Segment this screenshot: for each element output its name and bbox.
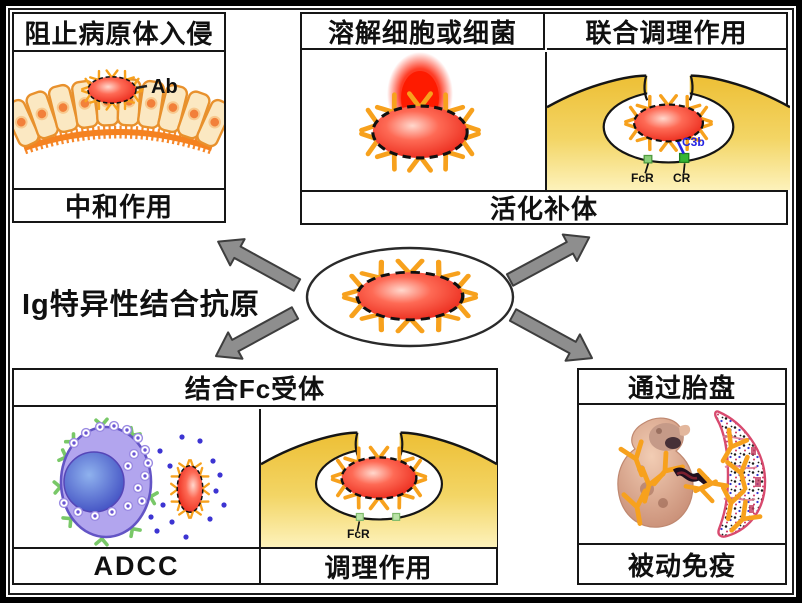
arrow-down-left-icon [207, 298, 304, 370]
caption-adcc: ADCC [14, 547, 261, 583]
caption-passive-immunity: 被动免疫 [579, 543, 785, 583]
placenta-illustration [579, 407, 785, 543]
arrow-down-right-icon [504, 300, 601, 370]
combined-opsonization-illustration: FcR CR C3b [547, 52, 790, 190]
complement-lysis-icon [302, 52, 545, 190]
lysis-illustration [302, 52, 547, 190]
caption-opsonization: 调理作用 [261, 547, 496, 583]
neutralization-illustration: Ab [14, 52, 224, 188]
arrow-up-left-icon [209, 228, 306, 300]
caption-neutralization: 中和作用 [14, 188, 224, 222]
cr-receptor-label: CR [673, 171, 691, 185]
panel-title-block-pathogen: 阻止病原体入侵 [14, 14, 224, 52]
nk-cell-target-icon [52, 417, 227, 547]
antigen-antibody-complex-icon [305, 246, 515, 348]
panel-title-bind-fc-receptor: 结合Fc受体 [14, 370, 496, 407]
phagocyte-fcr-icon [261, 427, 497, 547]
phagocyte-fcr-cr-icon [547, 70, 790, 190]
fcr-receptor-label: FcR [631, 171, 654, 185]
panel-neutralization: 阻止病原体入侵 Ab 中和作用 [12, 12, 226, 223]
panel-passive-immunity: 通过胎盘 [577, 368, 787, 585]
radiating-arrows [185, 228, 605, 370]
adcc-illustration [14, 409, 261, 547]
panel-fc-receptor-binding: 结合Fc受体 [12, 368, 498, 585]
epithelium-antibody-icon [14, 52, 224, 155]
panel-complement-activation: 溶解细胞或细菌 联合调理作用 FcR CR C3b [300, 12, 790, 225]
arrows-icon [207, 228, 601, 370]
fetus-placenta-icon [617, 410, 767, 543]
panel-title-cross-placenta: 通过胎盘 [579, 370, 785, 405]
center-complex [302, 244, 518, 350]
center-label-ig-binds-antigen: Ig特异性结合抗原 [22, 289, 260, 321]
panel-title-lysis: 溶解细胞或细菌 [302, 14, 545, 50]
caption-complement-activation: 活化补体 [302, 190, 786, 224]
c3b-label: C3b [682, 135, 705, 149]
antibody-label: Ab [151, 76, 178, 98]
panel-title-combined-opsonization: 联合调理作用 [547, 14, 786, 50]
fcr-receptor-label: FcR [347, 527, 370, 541]
opsonization-illustration: FcR [261, 409, 498, 547]
arrow-up-right-icon [501, 228, 598, 295]
